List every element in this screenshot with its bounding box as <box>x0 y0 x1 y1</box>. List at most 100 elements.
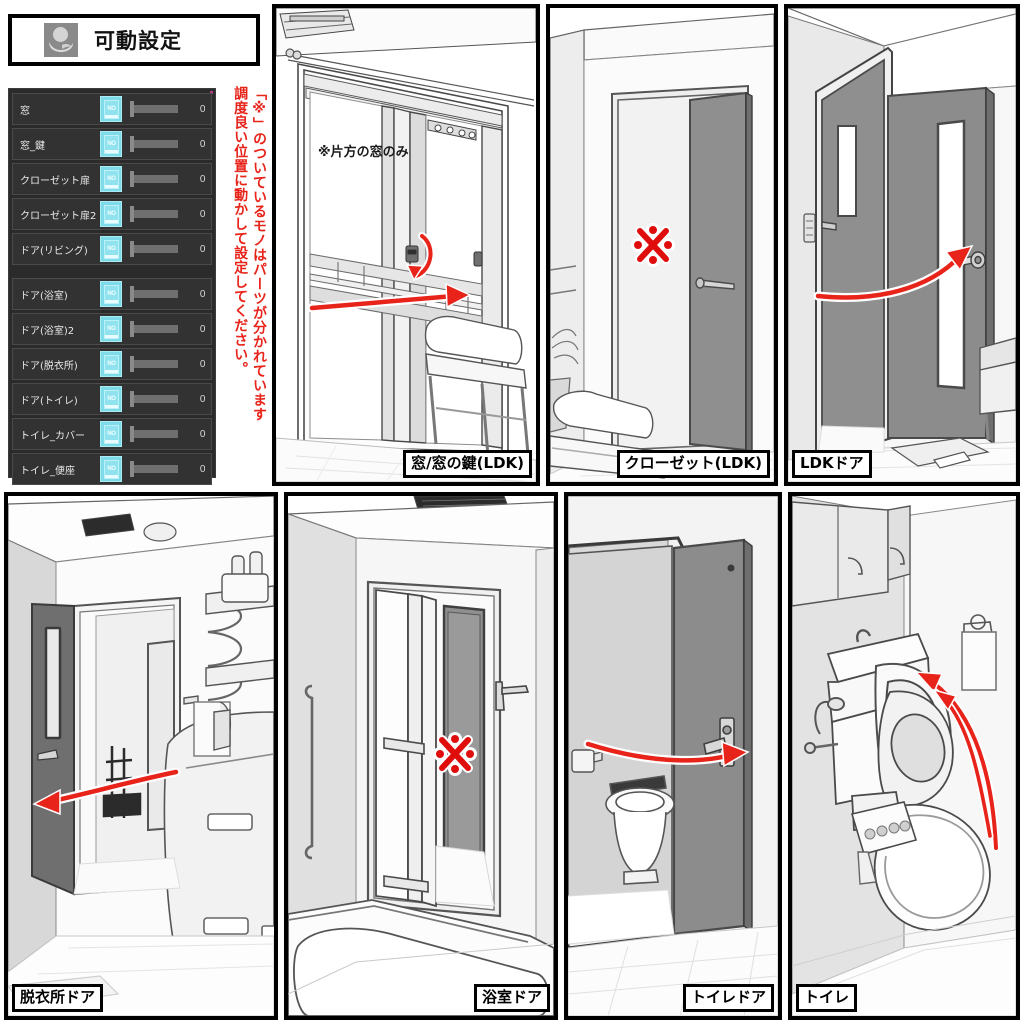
param-slider-handle[interactable] <box>130 391 135 407</box>
param-toggle-button[interactable]: NO <box>100 236 123 262</box>
param-value: 0 <box>199 323 206 335</box>
param-label: 窓_鍵 <box>20 140 45 152</box>
param-value: 0 <box>199 208 206 220</box>
panel-caption-window-ldk: 窓/窓の鍵(LDK) <box>403 450 532 478</box>
param-value: 0 <box>199 288 206 300</box>
param-label: ドア(脱衣所) <box>20 360 78 372</box>
param-slider-track[interactable] <box>134 210 179 218</box>
param-slider[interactable] <box>130 321 182 337</box>
param-slider-handle[interactable] <box>130 136 135 152</box>
param-slider[interactable] <box>130 241 182 257</box>
param-slider-handle[interactable] <box>130 171 135 187</box>
param-slider-track[interactable] <box>134 360 179 368</box>
param-toggle-label: NO <box>107 246 116 252</box>
param-label: トイレ_便座 <box>20 465 75 477</box>
param-toggle-label: NO <box>107 211 116 217</box>
param-value: 0 <box>199 428 206 440</box>
param-value: 0 <box>199 173 206 185</box>
window-annotation-text: ※片方の窓のみ <box>318 145 409 160</box>
param-toggle-button[interactable]: NO <box>100 456 123 482</box>
param-slider-handle[interactable] <box>130 461 135 477</box>
panel-toilet-door[interactable]: トイレドア <box>564 492 782 1020</box>
param-toggle-label: NO <box>107 291 116 297</box>
param-slider-track[interactable] <box>134 430 179 438</box>
param-slider-handle[interactable] <box>130 241 135 257</box>
param-slider[interactable] <box>130 206 182 222</box>
param-slider[interactable] <box>130 101 182 117</box>
param-slider[interactable] <box>130 461 182 477</box>
param-value: 0 <box>199 393 206 405</box>
panel-caption-dressing-door: 脱衣所ドア <box>12 984 104 1012</box>
param-slider[interactable] <box>130 391 182 407</box>
param-row[interactable]: ドア(トイレ) NO 0 <box>12 383 212 415</box>
panel-caption-ldk-door: LDKドア <box>792 450 872 478</box>
param-label: クローゼット扉2 <box>20 210 97 222</box>
param-row[interactable]: クローゼット扉2 NO 0 <box>12 198 212 230</box>
param-label: ドア(トイレ) <box>20 395 78 407</box>
param-label: クローゼット扉 <box>20 175 90 187</box>
param-toggle-button[interactable]: NO <box>100 386 123 412</box>
param-slider[interactable] <box>130 356 182 372</box>
param-value: 0 <box>199 358 206 370</box>
param-slider-track[interactable] <box>134 105 179 113</box>
param-slider-track[interactable] <box>134 465 179 473</box>
param-toggle-label: NO <box>107 326 116 332</box>
panel-closet-ldk[interactable]: クローゼット(LDK) <box>546 4 778 486</box>
param-row[interactable]: ドア(リビング) NO 0 <box>12 233 212 265</box>
param-slider[interactable] <box>130 286 182 302</box>
panel-window-ldk[interactable]: ※片方の窓のみ 窓/窓の鍵(LDK) <box>272 4 540 486</box>
param-row[interactable]: 窓 NO 0 <box>12 93 212 125</box>
param-label: 窓 <box>20 105 30 117</box>
kome-marker-icon <box>630 222 676 268</box>
param-row[interactable]: トイレ_カバー NO 0 <box>12 418 212 450</box>
param-value: 0 <box>199 243 206 255</box>
param-toggle-button[interactable]: NO <box>100 421 123 447</box>
param-slider[interactable] <box>130 426 182 442</box>
panel-bath-door[interactable]: 浴室ドア <box>284 492 558 1020</box>
param-slider-track[interactable] <box>134 175 179 183</box>
param-slider-handle[interactable] <box>130 206 135 222</box>
param-slider-handle[interactable] <box>130 286 135 302</box>
param-row[interactable]: ドア(浴室) NO 0 <box>12 278 212 310</box>
kome-marker-icon <box>432 731 478 777</box>
panel-toilet[interactable]: トイレ <box>788 492 1020 1020</box>
param-slider-track[interactable] <box>134 325 179 333</box>
red-instruction-note: 「※」のついているモノはパーツが分かれています 調度良い位置に動かして設定してく… <box>232 86 267 422</box>
person-hand-icon <box>44 23 78 57</box>
param-toggle-label: NO <box>107 176 116 182</box>
param-toggle-button[interactable]: NO <box>100 351 123 377</box>
param-label: ドア(浴室)2 <box>20 325 75 337</box>
param-toggle-button[interactable]: NO <box>100 96 123 122</box>
param-slider[interactable] <box>130 171 182 187</box>
param-toggle-label: NO <box>107 466 116 472</box>
param-value: 0 <box>199 103 206 115</box>
param-slider-handle[interactable] <box>130 101 135 117</box>
param-row[interactable]: ドア(浴室)2 NO 0 <box>12 313 212 345</box>
panel-ldk-door[interactable]: LDKドア <box>784 4 1020 486</box>
param-toggle-button[interactable]: NO <box>100 166 123 192</box>
param-slider-handle[interactable] <box>130 426 135 442</box>
param-toggle-button[interactable]: NO <box>100 201 123 227</box>
param-slider-handle[interactable] <box>130 356 135 372</box>
panel-dressing-door[interactable]: 脱衣所ドア <box>4 492 278 1020</box>
param-slider[interactable] <box>130 136 182 152</box>
param-toggle-button[interactable]: NO <box>100 316 123 342</box>
param-toggle-label: NO <box>107 431 116 437</box>
param-label: ドア(リビング) <box>20 245 88 257</box>
param-slider-track[interactable] <box>134 290 179 298</box>
param-label: ドア(浴室) <box>20 290 68 302</box>
param-row[interactable]: ドア(脱衣所) NO 0 <box>12 348 212 380</box>
param-toggle-button[interactable]: NO <box>100 281 123 307</box>
param-slider-track[interactable] <box>134 140 179 148</box>
param-slider-track[interactable] <box>134 245 179 253</box>
param-row[interactable]: クローゼット扉 NO 0 <box>12 163 212 195</box>
param-slider-track[interactable] <box>134 395 179 403</box>
param-label: トイレ_カバー <box>20 430 85 442</box>
param-toggle-button[interactable]: NO <box>100 131 123 157</box>
param-slider-handle[interactable] <box>130 321 135 337</box>
